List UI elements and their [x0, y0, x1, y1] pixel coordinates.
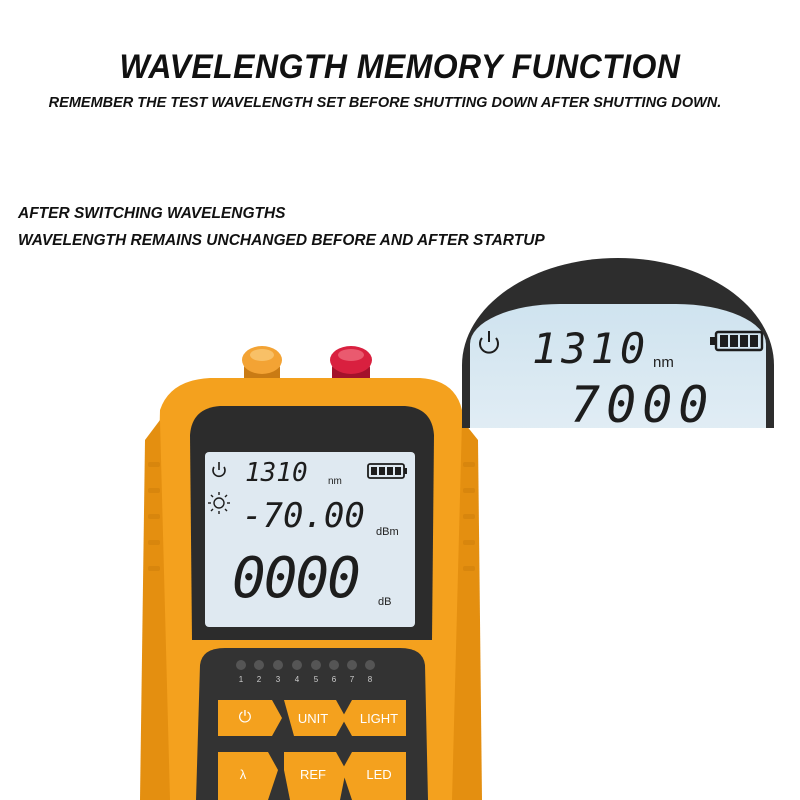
key-power-shape [218, 700, 282, 736]
zoom-partial-reading: 7000 [570, 376, 715, 428]
note-line-1: AFTER SWITCHING WAVELENGTHS [18, 205, 286, 222]
power-key[interactable]: ⏻ [238, 709, 252, 726]
led-dots [236, 660, 375, 670]
key-led-shape [342, 752, 406, 800]
led-key[interactable]: LED [366, 766, 392, 782]
led-number-6: 6 [331, 675, 337, 684]
lcd-loss-unit: dB [378, 596, 392, 608]
led-number-3: 3 [275, 675, 281, 684]
led-number-1: 1 [238, 675, 244, 684]
led-number-5: 5 [313, 675, 319, 684]
header-subtitle: REMEMBER THE TEST WAVELENGTH SET BEFORE … [48, 95, 722, 111]
zoom-power-icon [479, 331, 499, 354]
ref-key[interactable]: REF [300, 766, 326, 782]
zoom-icons [479, 330, 764, 354]
header-title: WAVELENGTH MEMORY FUNCTION [119, 48, 681, 86]
key-ref-shape [284, 752, 346, 800]
lcd-wavelength-unit: nm [328, 476, 342, 487]
zoom-wavelength-unit: nm [653, 354, 674, 371]
zoom-lcd: 1310 nm 7000 [470, 304, 766, 428]
key-light-shape [342, 700, 406, 736]
led-number-2: 2 [256, 675, 262, 684]
lcd-wavelength: 1310 [245, 458, 308, 488]
zoom-bubble: 1310 nm 7000 [462, 258, 774, 428]
key-lambda-shape [218, 752, 278, 800]
lambda-key[interactable]: λ [239, 766, 247, 782]
led-number-8: 8 [367, 675, 373, 684]
battery-icon [367, 463, 407, 479]
lcd-power-unit: dBm [376, 526, 399, 538]
zoom-battery-icon [710, 330, 764, 352]
unit-key[interactable]: UNIT [297, 710, 329, 726]
led-number-4: 4 [294, 675, 300, 684]
lcd-power-icon [212, 462, 226, 478]
lcd-power: -70.00 [242, 496, 365, 536]
note-line-2: WAVELENGTH REMAINS UNCHANGED BEFORE AND … [18, 232, 545, 249]
key-unit-shape [284, 700, 346, 736]
light-key[interactable]: LIGHT [359, 710, 399, 726]
led-number-7: 7 [349, 675, 355, 684]
zoom-wavelength: 1310 [532, 324, 650, 373]
lcd-screen [205, 452, 415, 627]
lcd-loss: 0000 [232, 546, 361, 611]
sun-icon [208, 492, 230, 514]
